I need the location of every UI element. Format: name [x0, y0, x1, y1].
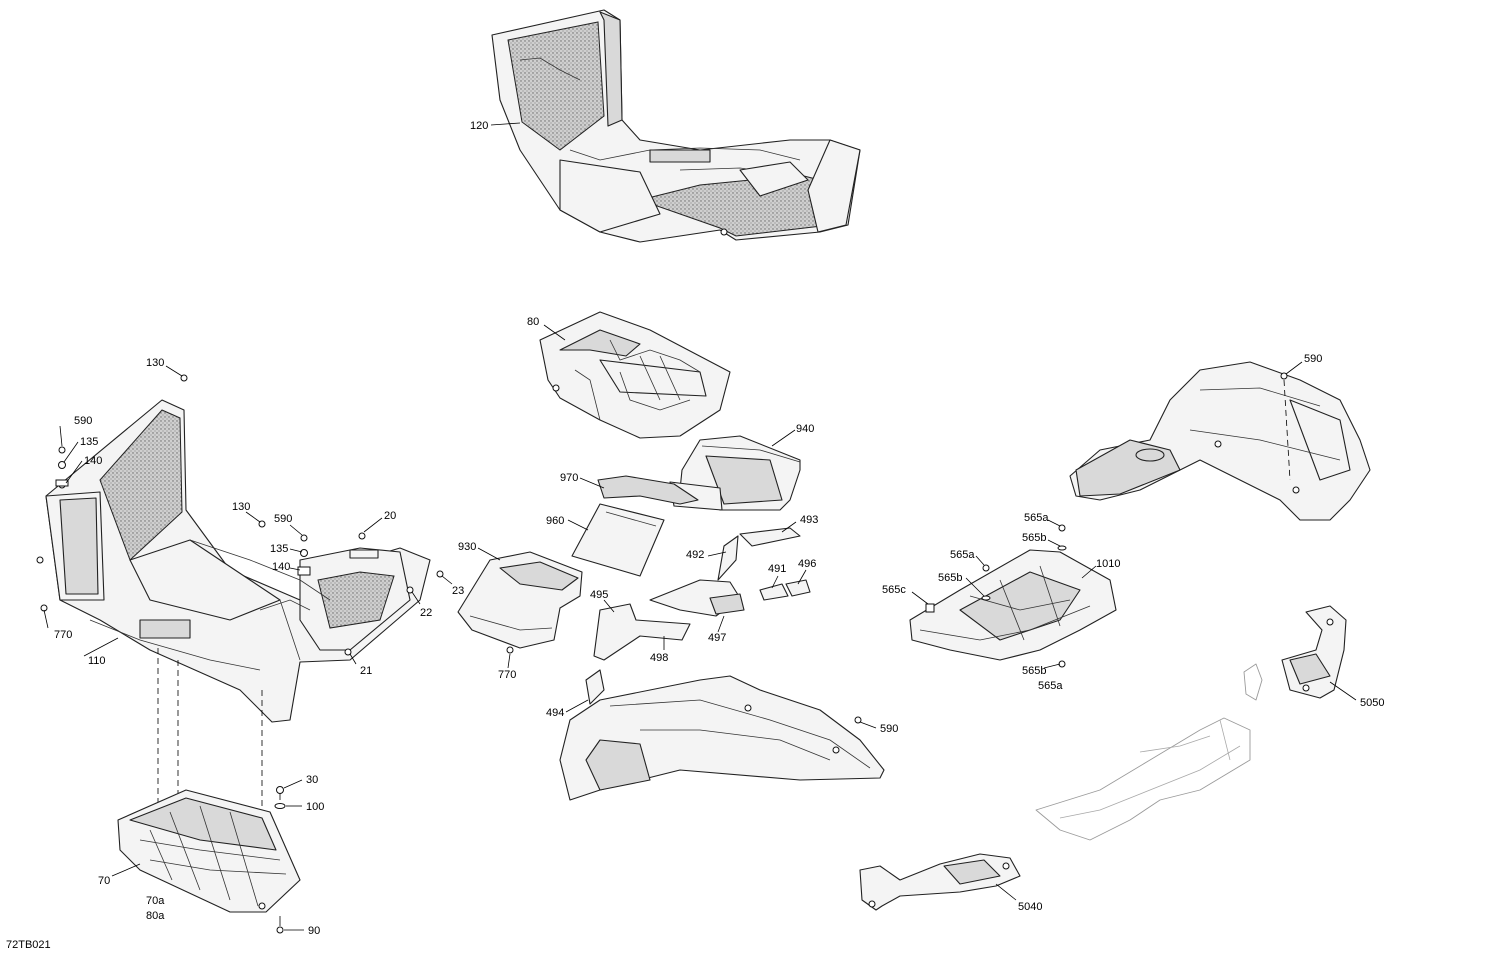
callout-120: 120 — [470, 120, 488, 132]
callout-590-left: 590 — [74, 415, 92, 427]
callout-110: 110 — [88, 655, 106, 667]
callout-130-center: 130 — [232, 501, 250, 513]
callout-770-center: 770 — [498, 669, 516, 681]
callout-135-center: 135 — [270, 543, 288, 555]
callout-497: 497 — [708, 632, 726, 644]
callout-21: 21 — [360, 665, 372, 677]
callout-140-center: 140 — [272, 561, 290, 573]
callout-70a: 70a — [146, 895, 165, 907]
part-492 — [717, 535, 739, 581]
callout-80a: 80a — [146, 910, 165, 922]
part-80-center-bracket — [539, 311, 731, 439]
callout-494: 494 — [546, 707, 564, 719]
fastener-590-fender — [854, 716, 862, 724]
part-930-cowl — [457, 551, 583, 649]
callout-565a-mid: 565a — [950, 549, 975, 561]
part-70-footrest — [117, 789, 301, 913]
callout-5040: 5040 — [1018, 901, 1042, 913]
callout-20: 20 — [384, 510, 396, 522]
callout-565a-top: 565a — [1024, 512, 1049, 524]
callout-565c: 565c — [882, 584, 906, 596]
part-940-bin — [669, 435, 801, 511]
callout-960: 960 — [546, 515, 564, 527]
callout-498: 498 — [650, 652, 668, 664]
callout-70: 70 — [98, 875, 110, 887]
part-493 — [739, 527, 801, 547]
callout-1010: 1010 — [1096, 558, 1120, 570]
callout-970: 970 — [560, 472, 578, 484]
part-960-panel — [571, 503, 665, 577]
callout-495: 495 — [590, 589, 608, 601]
part-5040-bracket — [859, 853, 1021, 911]
fastener-stack-left — [36, 374, 188, 612]
callout-135-left: 135 — [80, 436, 98, 448]
part-front-fender-right — [559, 675, 885, 801]
callout-770-left: 770 — [54, 629, 72, 641]
callout-80: 80 — [527, 316, 539, 328]
part-494 — [585, 669, 605, 705]
callout-140-left: 140 — [84, 455, 102, 467]
part-496 — [785, 579, 811, 597]
callout-590-rear: 590 — [1304, 353, 1322, 365]
part-491 — [759, 583, 789, 601]
fastener-stack-footrest — [274, 786, 286, 934]
callout-30: 30 — [306, 774, 318, 786]
part-970-cover-strip — [597, 475, 699, 505]
callout-940: 940 — [796, 423, 814, 435]
callout-493: 493 — [800, 514, 818, 526]
callout-130-left: 130 — [146, 357, 164, 369]
callout-491: 491 — [768, 563, 786, 575]
callout-5050: 5050 — [1360, 697, 1384, 709]
callout-496: 496 — [798, 558, 816, 570]
callout-100: 100 — [306, 801, 324, 813]
callout-565b-top: 565b — [1022, 532, 1046, 544]
callout-565a-bottom: 565a — [1038, 680, 1063, 692]
part-1010-rack — [909, 549, 1117, 661]
callout-22: 22 — [420, 607, 432, 619]
callout-492: 492 — [686, 549, 704, 561]
fastener-770-center — [506, 646, 514, 654]
part-495-498 — [593, 603, 691, 661]
fastener-stack-center — [258, 520, 444, 656]
callout-590-fender: 590 — [880, 723, 898, 735]
ghost-frame-reference — [1035, 663, 1263, 841]
part-5050-bracket — [1281, 605, 1347, 699]
callout-23: 23 — [452, 585, 464, 597]
callout-590-center: 590 — [274, 513, 292, 525]
part-110-front-left-body — [45, 399, 431, 723]
callout-930: 930 — [458, 541, 476, 553]
drawing-code: 72TB021 — [6, 939, 51, 951]
fastener-stack-565 — [925, 524, 1067, 668]
part-rear-fender-right — [1069, 361, 1371, 521]
fastener-590-rear — [1280, 372, 1288, 380]
callout-90: 90 — [308, 925, 320, 937]
callout-565b-mid: 565b — [938, 572, 962, 584]
part-120-rear-body — [491, 9, 861, 243]
callout-565b-bottom: 565b — [1022, 665, 1046, 677]
